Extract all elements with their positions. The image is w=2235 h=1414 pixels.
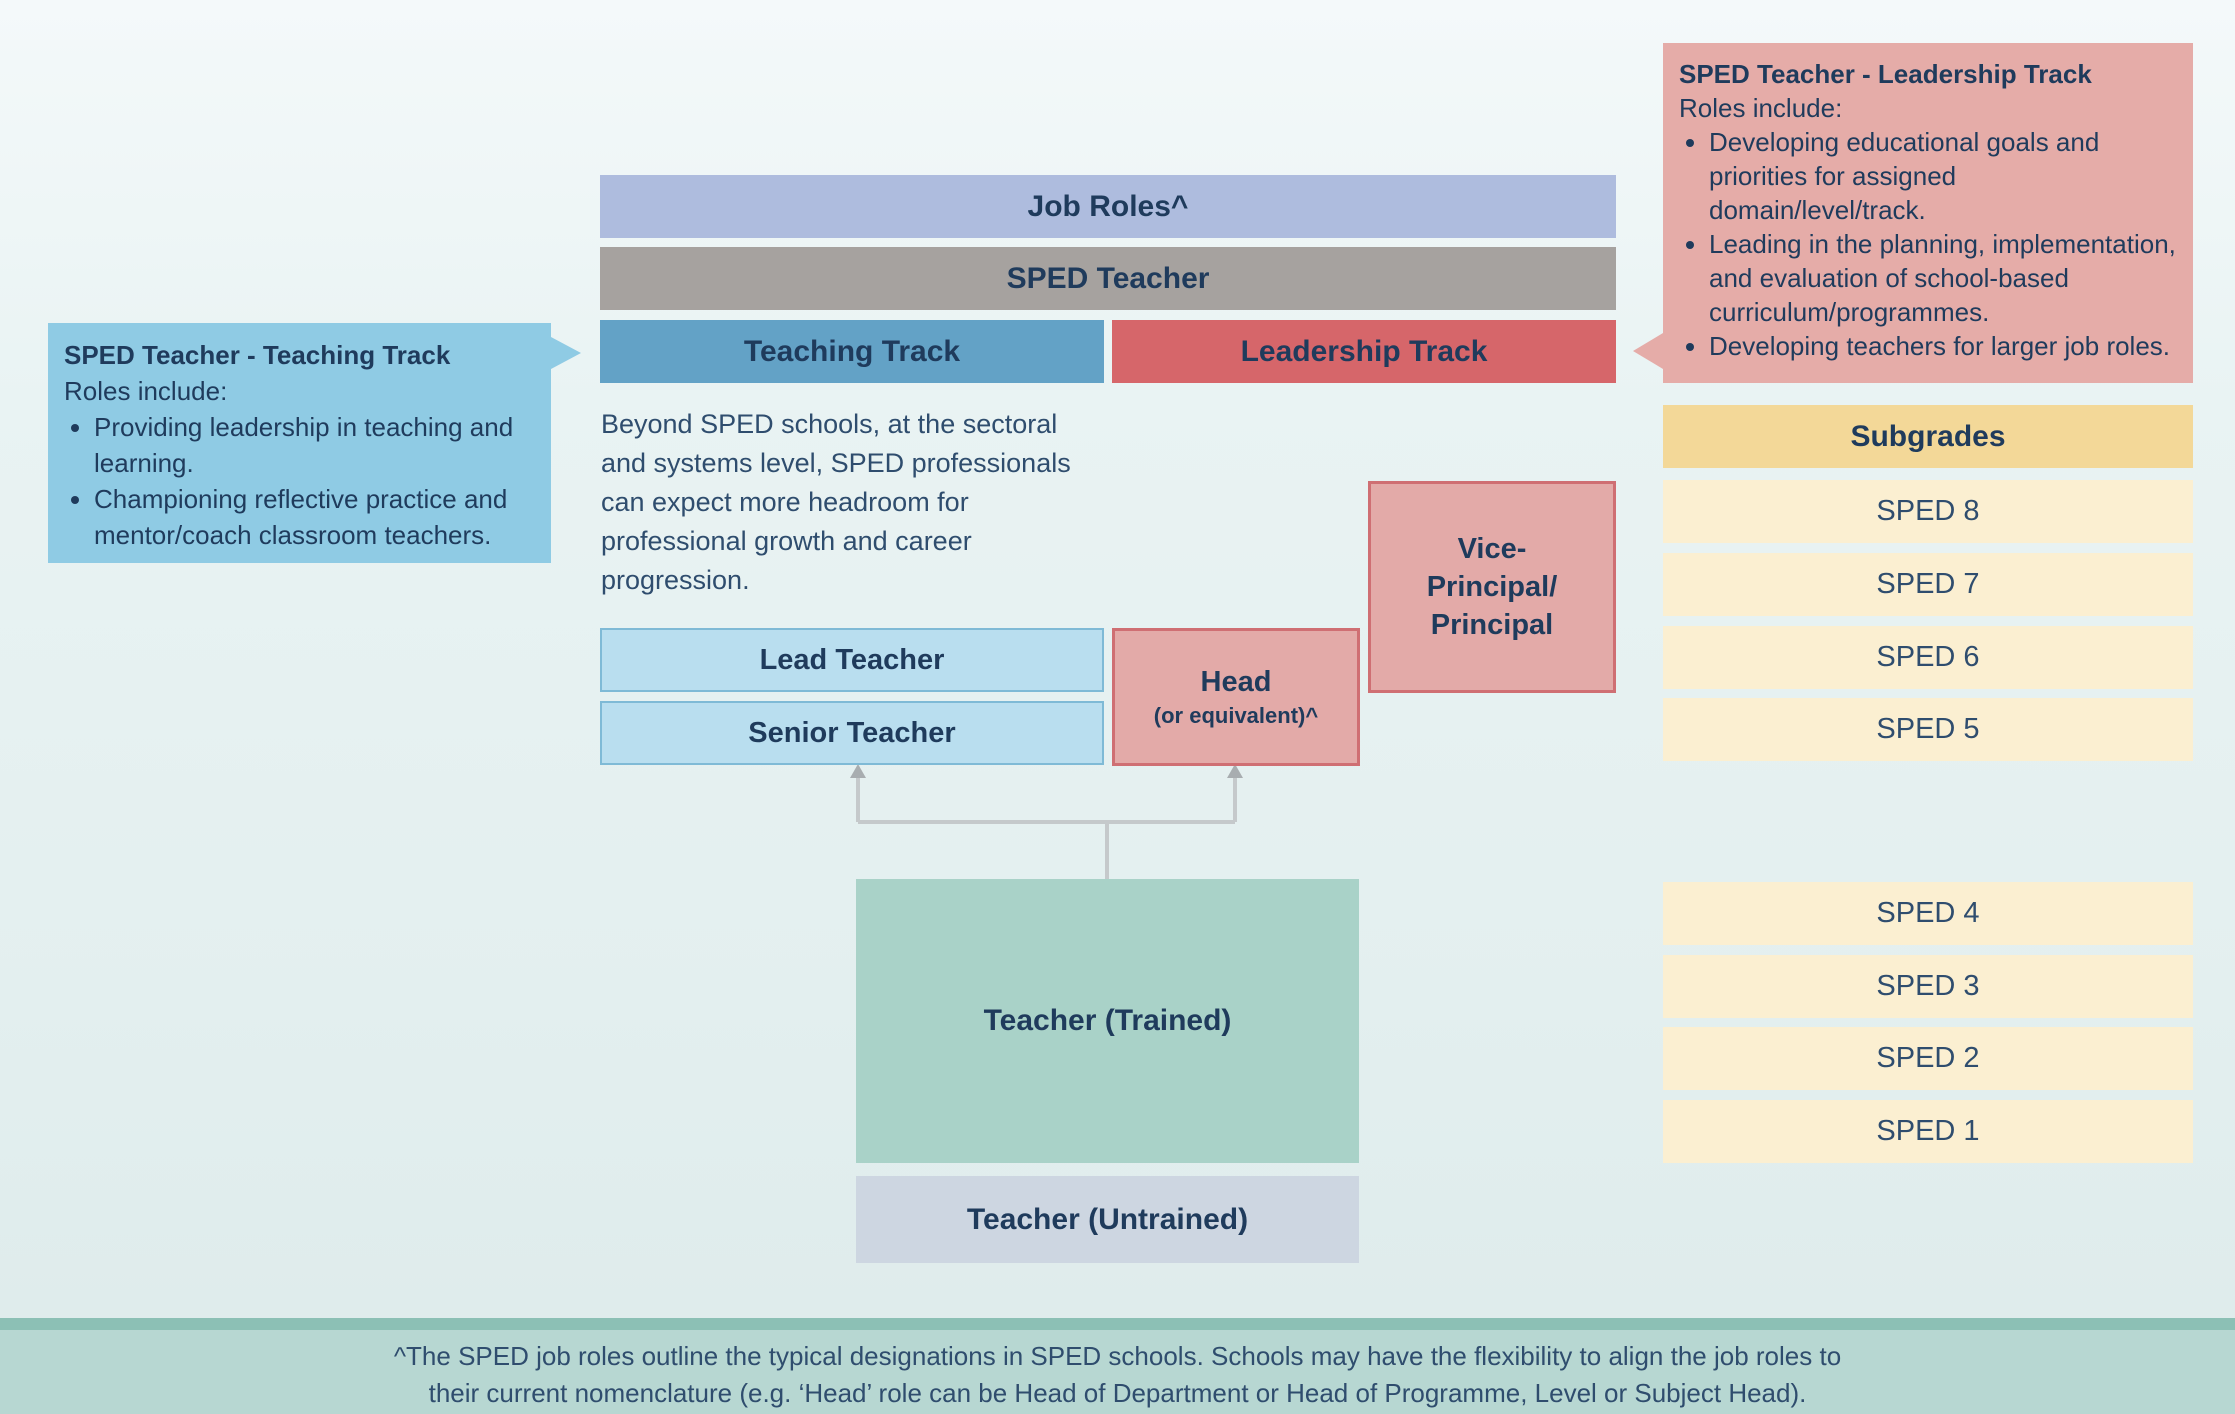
teaching-track-callout: SPED Teacher - Teaching Track Roles incl… — [48, 323, 581, 563]
subgrade-item: SPED 3 — [1663, 955, 2193, 1018]
callout-title: SPED Teacher - Teaching Track — [64, 340, 451, 370]
subgrade-item: SPED 2 — [1663, 1027, 2193, 1090]
subgrade-item: SPED 5 — [1663, 698, 2193, 761]
teacher-trained-box: Teacher (Trained) — [856, 879, 1359, 1163]
subgrade-item: SPED 8 — [1663, 480, 2193, 543]
vice-principal-label-line1: Vice- — [1457, 533, 1527, 565]
job-roles-bar: Job Roles^ — [600, 175, 1616, 238]
list-item: Providing leadership in teaching and lea… — [94, 409, 535, 481]
head-sublabel: (or equivalent)^ — [1153, 702, 1319, 728]
footnote-line1: ^The SPED job roles outline the typical … — [393, 1341, 1842, 1371]
subgrades-header: Subgrades — [1663, 405, 2193, 468]
subgrade-item: SPED 6 — [1663, 626, 2193, 689]
list-item: Developing teachers for larger job roles… — [1709, 329, 2177, 363]
arrowhead-senior — [850, 764, 866, 778]
leadership-track-callout: SPED Teacher - Leadership Track Roles in… — [1633, 43, 2193, 383]
subgrade-item: SPED 4 — [1663, 882, 2193, 945]
callout-intro: Roles include: — [1679, 93, 1843, 123]
sped-teacher-bar: SPED Teacher — [600, 247, 1616, 310]
list-item: Championing reflective practice and ment… — [94, 481, 535, 553]
subgrade-item: SPED 1 — [1663, 1100, 2193, 1163]
callout-list: Developing educational goals and priorit… — [1679, 125, 2177, 363]
subgrade-item: SPED 7 — [1663, 553, 2193, 616]
vice-principal-label-line3: Principal — [1430, 609, 1554, 641]
vice-principal-label-line2: Principal/ — [1426, 571, 1558, 603]
vice-principal-box: Vice- Principal/ Principal — [1368, 481, 1616, 693]
arrowhead-head — [1227, 764, 1243, 778]
callout-title: SPED Teacher - Leadership Track — [1679, 59, 2092, 89]
career-description: Beyond SPED schools, at the sectoral and… — [601, 409, 1071, 595]
head-box: Head (or equivalent)^ — [1112, 628, 1360, 766]
teacher-untrained-box: Teacher (Untrained) — [856, 1176, 1359, 1263]
footnote-line2: their current nomenclature (e.g. ‘Head’ … — [428, 1378, 1807, 1408]
teaching-track-bar: Teaching Track — [600, 320, 1104, 383]
callout-list: Providing leadership in teaching and lea… — [64, 409, 535, 553]
senior-teacher-box: Senior Teacher — [600, 701, 1104, 765]
list-item: Developing educational goals and priorit… — [1709, 125, 2177, 227]
lead-teacher-box: Lead Teacher — [600, 628, 1104, 692]
leadership-track-bar: Leadership Track — [1112, 320, 1616, 383]
list-item: Leading in the planning, implementation,… — [1709, 227, 2177, 329]
footnote: ^The SPED job roles outline the typical … — [0, 1318, 2235, 1414]
callout-intro: Roles include: — [64, 376, 228, 406]
head-label: Head — [1200, 665, 1272, 698]
